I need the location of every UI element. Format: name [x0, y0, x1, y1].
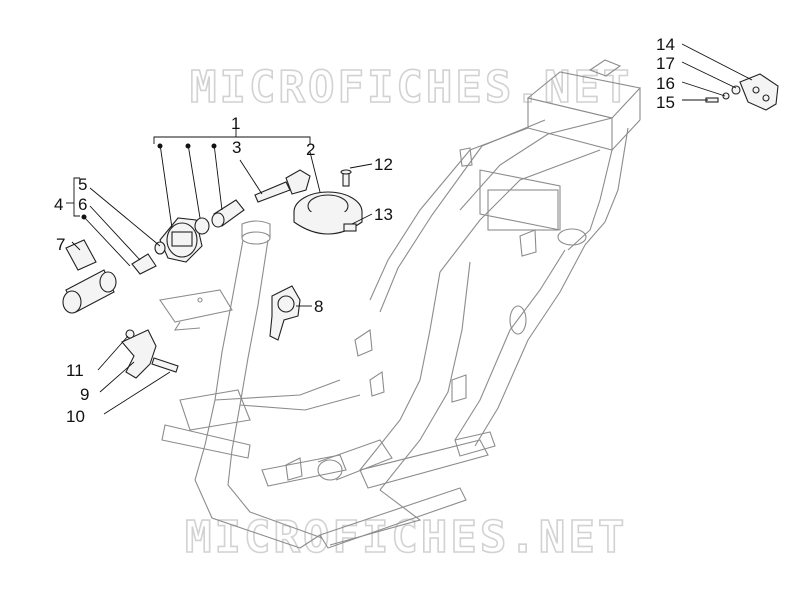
- part-gasket-7: [65, 239, 97, 271]
- scooter-frame: [159, 59, 642, 549]
- callout-10: 10: [66, 407, 85, 426]
- part-clip-13: [343, 223, 357, 232]
- part-pin-6: [131, 253, 157, 275]
- callout-15: 15: [656, 93, 675, 112]
- callout-8: 8: [314, 297, 323, 316]
- callout-17: 17: [656, 54, 675, 73]
- part-bracket-14: [739, 73, 779, 111]
- callout-5: 5: [78, 175, 87, 194]
- part-washer-16: [722, 92, 730, 100]
- part-key: [254, 169, 311, 203]
- watermark-bottom: MICROFICHES.NET: [185, 512, 627, 563]
- callout-6: 6: [78, 195, 87, 214]
- watermark-top: MICROFICHES.NET: [190, 62, 632, 113]
- callout-12: 12: [374, 155, 393, 174]
- part-boot: [62, 269, 117, 314]
- leader-bracket-1: [153, 136, 311, 144]
- callout-13: 13: [374, 205, 393, 224]
- callout-labels: 1 2 3 4 5 6 7 8 9 10 11 12 13 14 15 16 1…: [54, 35, 675, 426]
- part-washer-17: [731, 85, 741, 95]
- callout-4: 4: [54, 195, 63, 214]
- part-lock-cylinder: [211, 199, 245, 228]
- part-bolt-10: [151, 357, 179, 373]
- part-bracket-8: [269, 285, 301, 341]
- callout-3: 3: [232, 138, 241, 157]
- leader-lines: [66, 43, 753, 415]
- part-washer-5: [154, 241, 166, 255]
- callout-11: 11: [66, 361, 84, 380]
- part-lever-9: [121, 329, 157, 379]
- part-lock-ring: [194, 217, 210, 235]
- part-lock-housing: [159, 217, 203, 263]
- callout-7: 7: [56, 235, 65, 254]
- callout-16: 16: [656, 74, 675, 93]
- part-screw-12: [340, 169, 352, 187]
- callout-14: 14: [656, 35, 675, 54]
- callout-1: 1: [231, 114, 240, 133]
- callout-9: 9: [80, 385, 89, 404]
- callout-2: 2: [306, 140, 315, 159]
